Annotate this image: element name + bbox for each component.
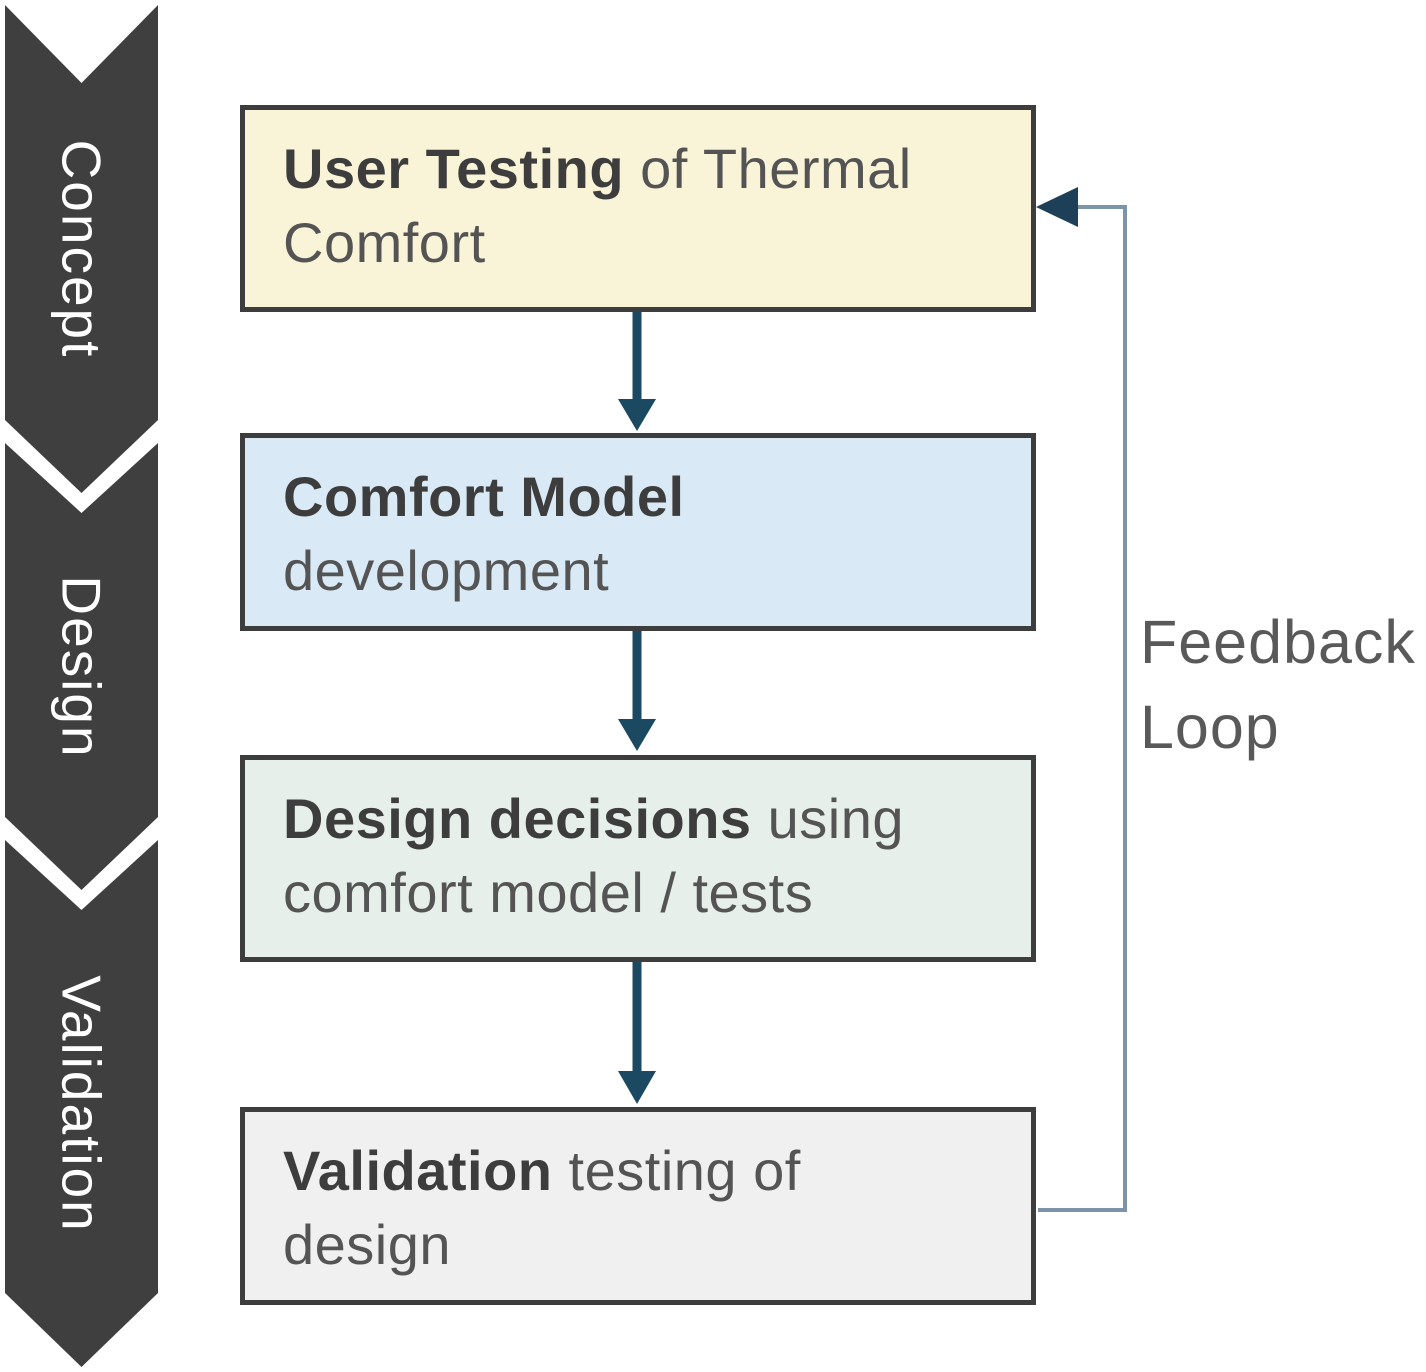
box-validation: Validation testing of design bbox=[240, 1107, 1036, 1305]
box-user-testing-label: User Testing of Thermal Comfort bbox=[283, 137, 912, 274]
ribbon-label-validation: Validation bbox=[50, 974, 113, 1233]
ribbon-label-concept: Concept bbox=[50, 139, 113, 359]
flow-arrow-2 bbox=[618, 631, 656, 751]
flow-arrow-3 bbox=[618, 962, 656, 1104]
ribbon-segment-design: Design bbox=[5, 443, 158, 890]
feedback-loop-connector bbox=[1036, 187, 1127, 1212]
ribbon-segment-concept: Concept bbox=[5, 5, 158, 493]
feedback-loop-label: Feedback Loop bbox=[1140, 608, 1416, 761]
ribbon-segment-validation: Validation bbox=[5, 840, 158, 1367]
flow-arrow-1 bbox=[618, 312, 656, 431]
box-comfort-model-label: Comfort Model development bbox=[283, 465, 685, 602]
ribbon-label-design: Design bbox=[50, 574, 113, 759]
box-comfort-model: Comfort Model development bbox=[240, 433, 1036, 631]
box-design-decisions-label: Design decisions using comfort model / t… bbox=[283, 787, 905, 924]
box-design-decisions: Design decisions using comfort model / t… bbox=[240, 755, 1036, 962]
box-user-testing: User Testing of Thermal Comfort bbox=[240, 105, 1036, 312]
box-validation-label: Validation testing of design bbox=[283, 1139, 801, 1276]
